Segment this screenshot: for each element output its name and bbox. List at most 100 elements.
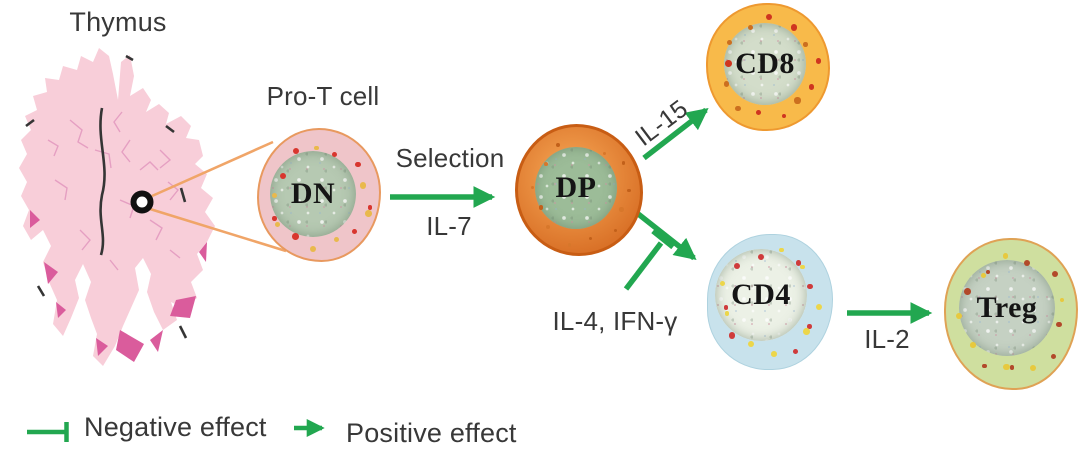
granule-dot <box>807 283 813 290</box>
granule-dot <box>748 25 754 31</box>
granule-dot <box>1050 353 1057 360</box>
granule-dot <box>271 192 278 198</box>
inhibition-connector <box>623 228 675 291</box>
granule-dot <box>1029 364 1037 371</box>
granule-dot <box>1003 363 1011 371</box>
granule-dot <box>725 60 732 68</box>
granule-dot <box>545 225 550 230</box>
granule-dot <box>758 253 765 260</box>
granule-dot <box>955 313 962 319</box>
granule-dot <box>793 348 798 354</box>
granule-dot <box>314 145 319 151</box>
granule-dot <box>626 188 631 193</box>
granule-dot <box>748 341 754 347</box>
granule-dot <box>728 331 736 339</box>
granule-dot <box>1056 321 1062 327</box>
granule-dot <box>790 24 798 31</box>
cell-cd4-label: CD4 <box>731 278 791 311</box>
granule-dot <box>602 151 606 155</box>
granule-dot <box>734 263 741 270</box>
granule-dot <box>588 237 593 241</box>
thymus-label: Thymus <box>69 7 167 37</box>
granule-dot <box>815 303 823 310</box>
granule-dot <box>364 210 372 218</box>
granule-dot <box>807 324 812 329</box>
granule-dot <box>355 161 361 168</box>
granule-dot <box>781 113 787 119</box>
thymus-midline <box>99 107 106 256</box>
granule-dot <box>556 142 561 147</box>
granule-dot <box>803 328 811 335</box>
legend-negative-label: Negative effect <box>84 412 267 442</box>
granule-dot <box>726 40 732 45</box>
granule-dot <box>1024 259 1031 266</box>
cell-cd8-nucleus: CD8 <box>724 23 806 105</box>
thymus-location-marker <box>130 190 154 214</box>
granule-dot <box>280 172 286 179</box>
granule-dot <box>619 207 624 212</box>
thymus-patches <box>30 210 207 362</box>
granule-dot <box>964 288 971 295</box>
selection-label: Selection <box>395 143 505 173</box>
granule-dot <box>724 310 730 316</box>
cell-cd8: CD8 <box>706 3 830 131</box>
granule-dot <box>274 222 280 227</box>
granule-dot <box>272 216 277 221</box>
granule-dot <box>1009 365 1015 370</box>
thymus-edge-marks <box>25 54 188 339</box>
granule-dot <box>530 185 534 190</box>
granule-dot <box>613 228 617 232</box>
cell-treg-label: Treg <box>976 291 1038 324</box>
granule-dot <box>735 105 741 112</box>
granule-dot <box>723 80 730 87</box>
cell-treg: Treg <box>944 238 1078 390</box>
thymus-body <box>19 48 215 366</box>
granule-dot <box>292 148 299 155</box>
granule-dot <box>1059 297 1065 303</box>
cell-dp-nucleus: DP <box>535 147 617 229</box>
granule-dot <box>352 228 357 234</box>
thymus-lobule-lines <box>47 111 181 271</box>
cell-dn: DN <box>257 128 381 262</box>
granule-dot <box>985 269 991 275</box>
cell-dn-label: DN <box>290 177 336 210</box>
granule-dot <box>567 242 572 247</box>
granule-dot <box>766 13 773 20</box>
granule-dot <box>803 42 808 47</box>
granule-dot <box>794 97 801 104</box>
granule-dot <box>359 182 367 189</box>
cell-treg-nucleus: Treg <box>959 260 1055 356</box>
cell-dp-label: DP <box>555 171 597 204</box>
legend-negative-symbol <box>27 422 69 442</box>
granule-dot <box>800 264 806 270</box>
legend-positive-label: Positive effect <box>346 418 517 448</box>
granule-dot <box>292 233 299 240</box>
granule-dot <box>815 58 821 64</box>
cell-dp: DP <box>515 124 643 256</box>
il2-label: IL-2 <box>864 324 910 354</box>
cell-cd4-nucleus: CD4 <box>715 249 807 341</box>
cell-dn-nucleus: DN <box>270 151 356 237</box>
cell-cd4: CD4 <box>707 234 833 370</box>
granule-dot <box>981 273 987 279</box>
granule-dot <box>1003 253 1009 259</box>
granule-dot <box>723 305 729 310</box>
granule-dot <box>367 205 373 210</box>
granule-dot <box>331 151 337 158</box>
dp-to-cd4-arrow <box>635 210 697 261</box>
granule-dot <box>982 363 988 369</box>
granule-dot <box>779 247 784 253</box>
pro-t-cell-label: Pro-T cell <box>266 81 380 111</box>
il4-ifng-label: IL-4, IFN-γ <box>552 306 678 336</box>
granule-dot <box>756 110 762 115</box>
granule-dot <box>795 260 802 266</box>
granule-dot <box>969 342 976 348</box>
granule-dot <box>538 205 544 210</box>
granule-dot <box>1051 271 1058 278</box>
granule-dot <box>771 350 778 357</box>
il7-label: IL-7 <box>426 211 472 241</box>
granule-dot <box>621 161 626 165</box>
granule-dot <box>309 245 316 252</box>
cell-cd8-label: CD8 <box>735 47 795 80</box>
